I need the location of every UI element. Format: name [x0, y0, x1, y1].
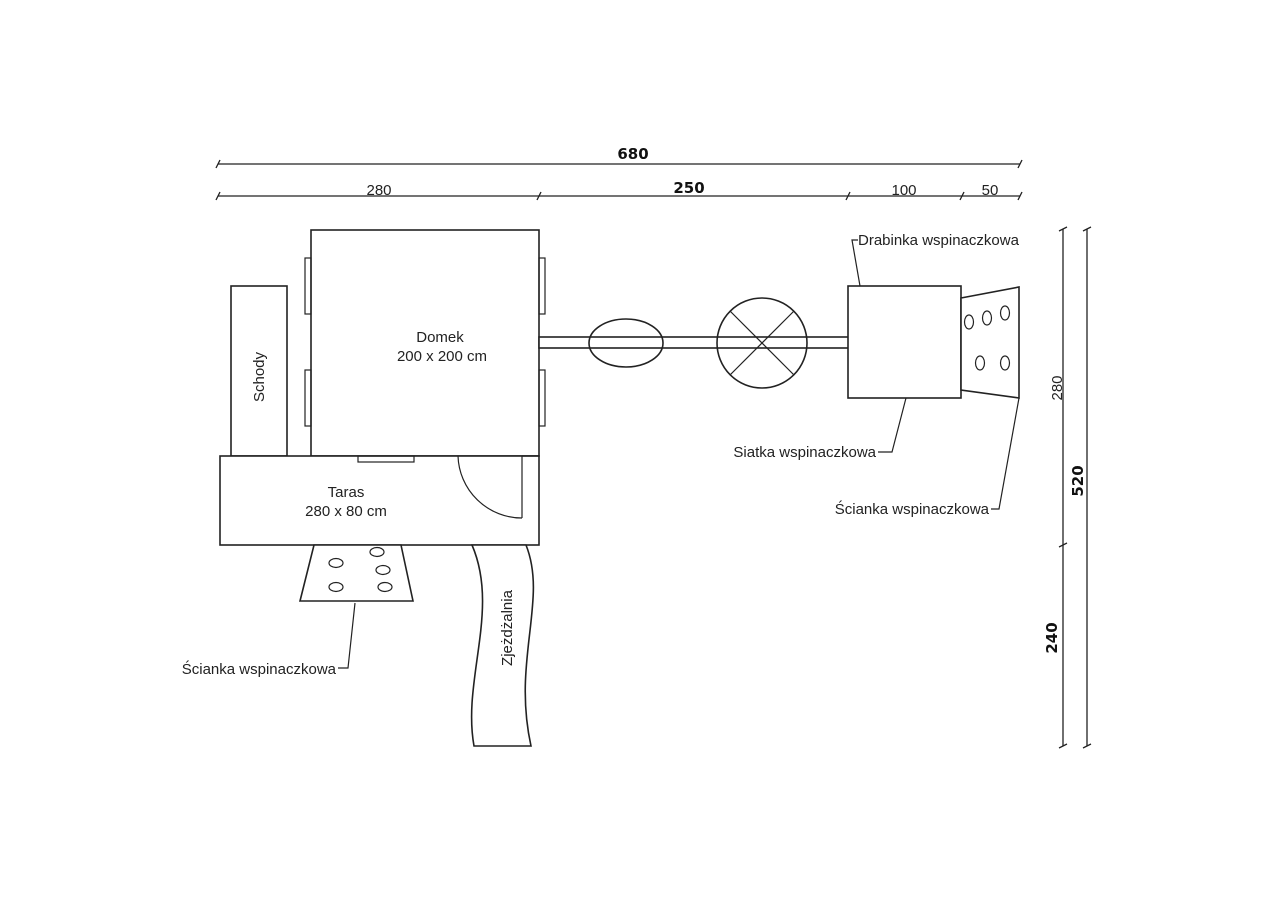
dimension-250: 250: [673, 179, 704, 197]
climbing-wall-left-label: Ścianka wspinaczkowa: [182, 660, 337, 678]
stairs-label: Schody: [251, 351, 268, 402]
dimension-240: 240: [1043, 622, 1061, 653]
house-size: 200 x 200 cm: [397, 348, 487, 365]
house: Domek 200 x 200 cm: [304, 229, 546, 457]
right-dimension-outer: 520: [1069, 226, 1092, 749]
callout-climbing-wall-right: Ścianka wspinaczkowa: [835, 397, 1020, 518]
dimension-680: 680: [617, 145, 648, 163]
callout-climbing-ladder: Drabinka wspinaczkowa: [851, 232, 1020, 287]
terrace-name: Taras: [328, 484, 365, 501]
top-dimension-segments: 280 250 100 50: [215, 179, 1023, 201]
top-dimension-total: 680: [215, 145, 1023, 169]
dimension-280-top: 280: [366, 182, 391, 199]
slide-label: Zjeżdżalnia: [499, 589, 516, 666]
house-name: Domek: [416, 329, 464, 346]
climbing-wall-right: [960, 286, 1020, 399]
dimension-50: 50: [982, 182, 999, 199]
climbing-wall-right-label: Ścianka wspinaczkowa: [835, 500, 990, 518]
callout-climbing-net: Siatka wspinaczkowa: [733, 397, 907, 461]
dimension-280-right: 280: [1049, 375, 1066, 400]
climbing-ladder-label: Drabinka wspinaczkowa: [858, 232, 1020, 249]
stairs: Schody: [230, 285, 288, 457]
right-dimension-inner: 280 240: [1043, 226, 1068, 749]
terrace: Taras 280 x 80 cm: [219, 455, 540, 546]
terrace-size: 280 x 80 cm: [305, 503, 387, 520]
climbing-net-label: Siatka wspinaczkowa: [733, 444, 876, 461]
dimension-100: 100: [891, 182, 916, 199]
climbing-wall-left: Ścianka wspinaczkowa: [182, 544, 414, 678]
climbing-tower: [847, 285, 962, 399]
bridge-beam: [538, 297, 860, 389]
slide: Zjeżdżalnia: [470, 544, 535, 747]
dimension-520: 520: [1069, 465, 1087, 496]
